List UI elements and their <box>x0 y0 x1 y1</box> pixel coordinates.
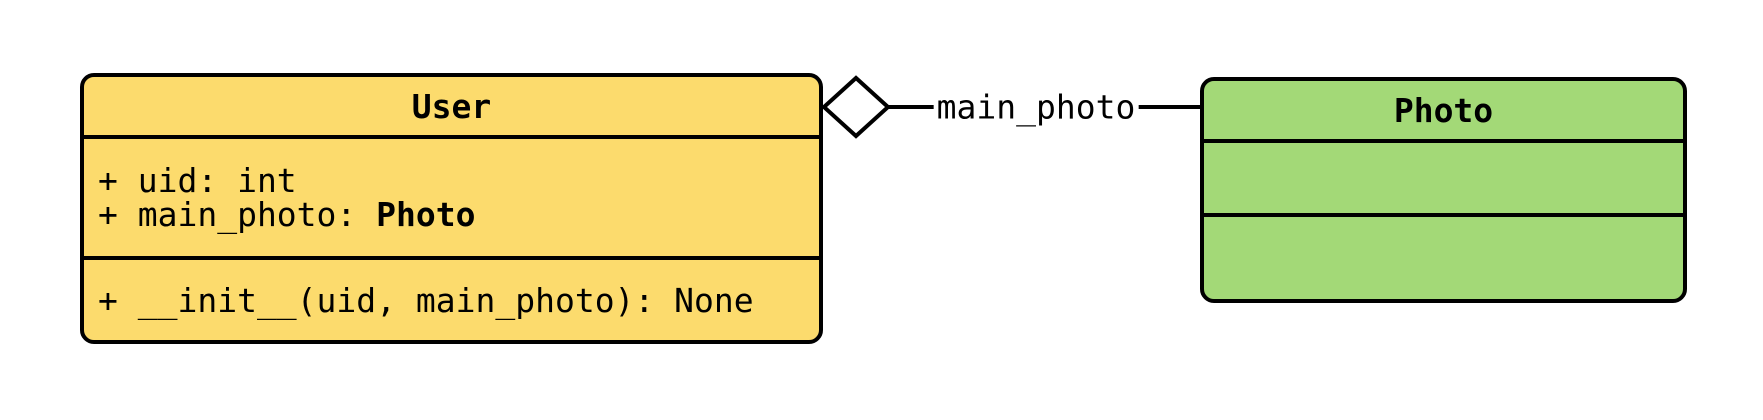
attribute-text: + main_photo: <box>98 194 377 234</box>
class-title-photo: Photo <box>1204 81 1683 143</box>
method-row-init: + __init__(uid, main_photo): None <box>98 280 754 320</box>
class-box-photo: Photo <box>1200 77 1687 303</box>
aggregation-diamond-icon <box>821 75 891 139</box>
attribute-row-main-photo: + main_photo: Photo <box>98 194 819 234</box>
attribute-row-uid: + uid: int <box>98 160 819 200</box>
methods-section-user: + __init__(uid, main_photo): None <box>84 260 819 340</box>
relation-label: main_photo <box>933 87 1139 127</box>
methods-section-photo <box>1204 217 1683 299</box>
attribute-text: + uid: int <box>98 160 297 200</box>
attributes-section-user: + uid: int + main_photo: Photo <box>84 139 819 260</box>
class-box-user: User + uid: int + main_photo: Photo + __… <box>80 73 823 344</box>
class-title-user: User <box>84 77 819 139</box>
attribute-type: Photo <box>376 194 476 234</box>
attributes-section-photo <box>1204 143 1683 217</box>
